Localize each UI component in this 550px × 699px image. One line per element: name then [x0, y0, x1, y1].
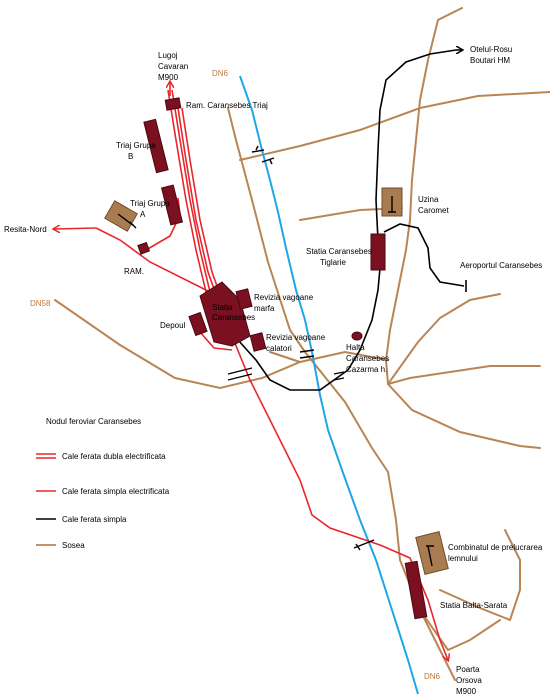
legend-label-road: Sosea [62, 541, 85, 550]
label-tiglarie-l1: Statia Caransebes [306, 247, 372, 256]
label-triaj-a-l2: A [140, 210, 146, 219]
halta-station [351, 331, 363, 341]
legend-label-simple: Cale ferata simpla [62, 515, 127, 524]
road-link [269, 351, 301, 363]
label-statia-l1: Statia [212, 303, 233, 312]
revizia-calatori-block [249, 332, 267, 352]
label-statia-l2: Caransebes [212, 313, 255, 322]
label-balta-sarata: Statia Balta-Sarata [440, 601, 508, 610]
label-halta-l2: Caransebes [346, 354, 389, 363]
label-halta-l3: Cazarma h. [346, 365, 387, 374]
label-rev-calatori-l1: Revizia vagoane [266, 333, 326, 342]
dest-north-l1: Lugoj [158, 51, 178, 60]
label-ram-triaj: Ram. Caransebes Triaj [186, 101, 268, 110]
label-triaj-a-l1: Triaj Grupa [130, 199, 170, 208]
combinat-block [415, 531, 449, 575]
road-label-dn6-south: DN6 [424, 672, 441, 681]
dest-south-l2: Orsova [456, 676, 482, 685]
road-east-right-2 [387, 365, 541, 385]
bridges [227, 145, 375, 551]
legend-item-road: Sosea [36, 541, 85, 550]
label-triaj-b-l2: B [128, 152, 133, 161]
legend-item-single-electric: Cale ferata simpla electrificata [36, 487, 170, 496]
industry-marks [117, 196, 434, 567]
stations [137, 97, 428, 620]
rail-single-electric [54, 197, 448, 660]
dest-south-l1: Poarta [456, 665, 480, 674]
legend-title: Nodul feroviar Caransebes [46, 417, 141, 426]
river [239, 75, 419, 695]
label-ram: RAM. [124, 267, 144, 276]
ram-station [137, 241, 151, 255]
road-label-dn58: DN58 [30, 299, 51, 308]
depoul-block [188, 311, 208, 337]
label-uzina-l2: Caromet [418, 206, 449, 215]
road-label-dn6-north: DN6 [212, 69, 229, 78]
dest-northeast-l1: Otelul-Rosu [470, 45, 512, 54]
revizia-marfa-block [235, 288, 253, 310]
label-uzina-l1: Uzina [418, 195, 439, 204]
road-north-cross [239, 91, 550, 161]
label-rev-calatori-l2: calatori [266, 344, 292, 353]
triaj-a-station [160, 184, 184, 226]
legend-item-double-electric: Cale ferata dubla electrificata [36, 452, 166, 461]
label-triaj-b-l1: Triaj Grupa [116, 141, 156, 150]
label-depoul: Depoul [160, 321, 186, 330]
legend: Nodul feroviar Caransebes Cale ferata du… [36, 417, 170, 550]
labels: Lugoj Cavaran M900 Otelul-Rosu Boutari H… [4, 45, 543, 696]
legend-label-single-electric: Cale ferata simpla electrificata [62, 487, 170, 496]
dest-west: Resita-Nord [4, 225, 47, 234]
legend-label-double-electric: Cale ferata dubla electrificata [62, 452, 166, 461]
road-southeast [387, 383, 541, 449]
label-combinat-l1: Combinatul de prelucrarea [448, 543, 543, 552]
tiglarie-station [370, 233, 386, 271]
label-combinat-l2: lemnului [448, 554, 478, 563]
road-southeast-loop [439, 529, 521, 622]
balta-sarata-station [404, 560, 428, 620]
label-rev-marfa-l2: marfa [254, 304, 275, 313]
label-rev-marfa-l1: Revizia vagoane [254, 293, 314, 302]
dest-north-l3: M900 [158, 73, 179, 82]
dest-north-l2: Cavaran [158, 62, 188, 71]
legend-item-simple: Cale ferata simpla [36, 515, 127, 524]
triaj-b-station [143, 118, 169, 174]
road-dn58 [54, 299, 389, 390]
roads [54, 7, 550, 681]
road-south-2 [419, 609, 501, 652]
label-halta-l1: Halta [346, 343, 365, 352]
label-tiglarie-l2: Tiglarie [320, 258, 346, 267]
ram-triaj-station [164, 97, 182, 111]
dest-airport: Aeroportul Caransebes [460, 261, 542, 270]
road-east-right [387, 293, 501, 385]
dest-south-l3: M900 [456, 687, 477, 696]
dest-northeast-l2: Boutari HM [470, 56, 510, 65]
